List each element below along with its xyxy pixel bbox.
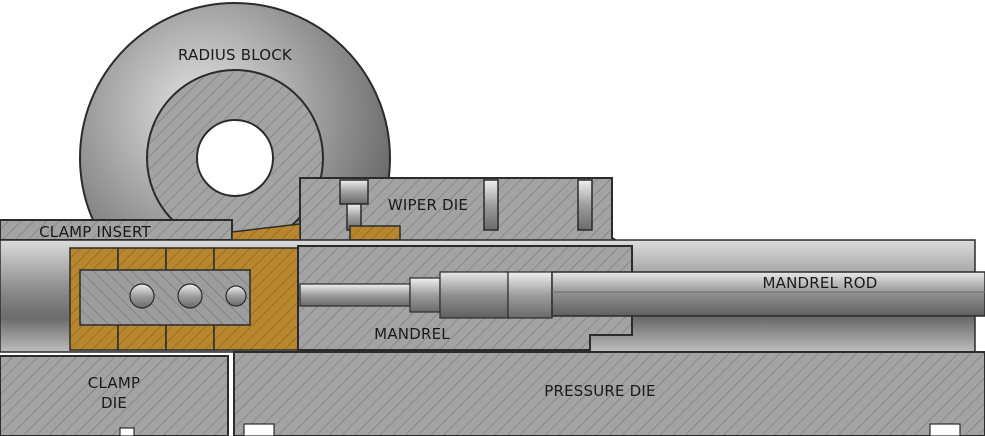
- mandrel-rod: [551, 271, 985, 317]
- clamp-die: [0, 355, 229, 436]
- mandrel: [297, 245, 633, 351]
- mandrel-label: MANDREL: [374, 325, 450, 343]
- mandrel-rod-label: MANDREL ROD: [763, 274, 878, 292]
- pressure-die: [233, 351, 985, 436]
- wiper-tip: [349, 225, 401, 241]
- clamp-insert-label: CLAMP INSERT: [39, 223, 151, 241]
- radius-block-label: RADIUS BLOCK: [178, 46, 293, 64]
- wiper-die-label: WIPER DIE: [388, 196, 468, 214]
- clamp-die-label-line1: CLAMP: [88, 374, 140, 392]
- mandrel-balls: [69, 247, 299, 351]
- clamp-die-label-line2: DIE: [101, 394, 127, 412]
- pressure-die-label: PRESSURE DIE: [544, 382, 656, 400]
